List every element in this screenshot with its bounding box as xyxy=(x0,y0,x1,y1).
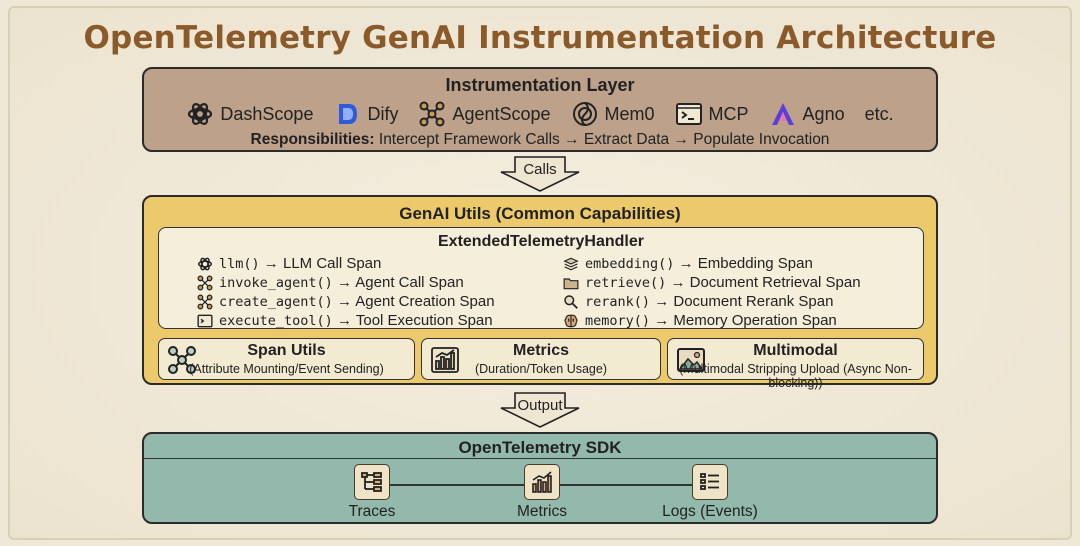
traces-icon xyxy=(354,464,390,500)
method-item: invoke_agent() → Agent Call Span xyxy=(197,273,495,292)
otel-sdk-box: OpenTelemetry SDK Traces Metrics Logs (E… xyxy=(142,432,938,524)
responsibilities-body: Intercept Framework Calls → Extract Data… xyxy=(374,131,830,148)
logs-output: Logs (Events) xyxy=(650,464,770,521)
responsibilities-label: Responsibilities: xyxy=(250,131,375,148)
metrics-title: Metrics xyxy=(512,342,570,359)
layers-icon xyxy=(563,257,579,270)
output-arrow xyxy=(500,392,580,428)
diagram-title: OpenTelemetry GenAI Instrumentation Arch… xyxy=(83,20,997,56)
multimodal-desc: (Multimodal Stripping Upload (Async Non-… xyxy=(679,362,912,390)
method-item: retrieve() → Document Retrieval Span xyxy=(563,273,861,292)
framework-mem0: Mem0 xyxy=(571,100,655,128)
method-desc: → Embedding Span xyxy=(674,255,813,272)
method-code: memory() xyxy=(585,313,651,329)
traces-label: Traces xyxy=(348,503,396,520)
genai-utils-box: GenAI Utils (Common Capabilities) Extend… xyxy=(142,195,938,390)
framework-label: DashScope xyxy=(220,103,314,124)
method-item: llm() → LLM Call Span xyxy=(197,254,495,273)
etc-label: etc. xyxy=(864,103,894,124)
instrumentation-layer-box: Instrumentation Layer DashScope Dify Age… xyxy=(142,67,938,152)
metrics-chart-icon xyxy=(524,464,560,500)
method-code: execute_tool() xyxy=(219,313,333,329)
otel-sdk-title: OpenTelemetry SDK xyxy=(458,438,622,457)
method-code: rerank() xyxy=(585,294,651,310)
span-utils-desc: (Attribute Mounting/Event Sending) xyxy=(189,362,384,376)
openai-knot-icon xyxy=(198,257,212,270)
magnifier-icon xyxy=(564,294,578,309)
logs-list-icon xyxy=(692,464,728,500)
framework-mcp: MCP xyxy=(675,100,749,128)
telemetry-handler-title: ExtendedTelemetryHandler xyxy=(438,233,644,250)
openai-knot-icon xyxy=(188,103,213,125)
genai-utils-title: GenAI Utils (Common Capabilities) xyxy=(399,204,681,223)
calls-label: Calls xyxy=(523,161,557,178)
handler-methods-left: llm() → LLM Call Span invoke_agent() → A… xyxy=(197,254,495,330)
method-code: retrieve() xyxy=(585,275,667,291)
method-desc: → Agent Call Span xyxy=(332,274,464,291)
framework-label: Agno xyxy=(802,103,845,124)
framework-agentscope: AgentScope xyxy=(418,100,551,128)
framework-agno: Agno xyxy=(769,100,845,128)
framework-dashscope: DashScope xyxy=(186,100,313,128)
metrics-output: Metrics xyxy=(482,464,602,521)
instrumentation-layer-title: Instrumentation Layer xyxy=(445,75,635,95)
method-item: embedding() → Embedding Span xyxy=(563,254,861,273)
framework-label: Dify xyxy=(367,103,399,124)
image-icon xyxy=(677,348,705,372)
metrics-box: Metrics (Duration/Token Usage) xyxy=(421,338,661,380)
span-utils-title: Span Utils xyxy=(247,342,326,359)
method-desc: → Document Rerank Span xyxy=(650,293,834,310)
handler-methods-right: embedding() → Embedding Span retrieve() … xyxy=(563,254,861,330)
method-desc: → Document Retrieval Span xyxy=(666,274,861,291)
sdk-divider xyxy=(144,458,936,459)
framework-label: MCP xyxy=(708,103,749,124)
framework-label: AgentScope xyxy=(452,103,551,124)
agno-logo-icon xyxy=(771,103,794,125)
method-item: memory() → Memory Operation Span xyxy=(563,311,861,330)
method-item: create_agent() → Agent Creation Span xyxy=(197,292,495,311)
agent-network-icon xyxy=(197,294,213,309)
logs-label: Logs (Events) xyxy=(662,503,758,520)
telemetry-handler-box: ExtendedTelemetryHandler llm() → LLM Cal… xyxy=(158,227,924,329)
method-item: execute_tool() → Tool Execution Span xyxy=(197,311,495,330)
output-label: Output xyxy=(517,397,563,414)
method-desc: → Tool Execution Span xyxy=(332,312,493,329)
span-utils-box: Span Utils (Attribute Mounting/Event Sen… xyxy=(158,338,415,380)
method-desc: → LLM Call Span xyxy=(259,255,382,272)
framework-row: DashScope Dify AgentScope Mem0 MCP Agno … xyxy=(144,100,936,128)
bar-chart-icon xyxy=(431,347,459,373)
multimodal-title: Multimodal xyxy=(753,342,838,359)
method-desc: → Agent Creation Span xyxy=(332,293,495,310)
method-item: rerank() → Document Rerank Span xyxy=(563,292,861,311)
network-nodes-icon xyxy=(168,346,196,374)
mem0-logo-icon xyxy=(572,102,597,126)
dify-logo-icon xyxy=(339,104,358,124)
metrics-output-label: Metrics xyxy=(517,503,567,520)
brain-icon xyxy=(564,314,578,327)
calls-arrow xyxy=(500,156,580,192)
method-code: embedding() xyxy=(585,256,675,272)
metrics-desc: (Duration/Token Usage) xyxy=(474,362,607,376)
method-code: llm() xyxy=(219,256,260,272)
framework-label: Mem0 xyxy=(604,103,655,124)
responsibilities-text: Responsibilities: Intercept Framework Ca… xyxy=(144,131,936,149)
terminal-icon xyxy=(197,314,213,327)
folder-icon xyxy=(563,277,579,289)
method-code: create_agent() xyxy=(219,294,333,310)
method-desc: → Memory Operation Span xyxy=(650,312,837,329)
multimodal-box: Multimodal (Multimodal Stripping Upload … xyxy=(667,338,924,390)
agent-network-icon xyxy=(197,275,213,290)
terminal-icon xyxy=(675,103,702,125)
method-code: invoke_agent() xyxy=(219,275,333,291)
agent-network-icon xyxy=(419,101,445,127)
traces-output: Traces xyxy=(312,464,432,521)
framework-dify: Dify xyxy=(333,100,398,128)
